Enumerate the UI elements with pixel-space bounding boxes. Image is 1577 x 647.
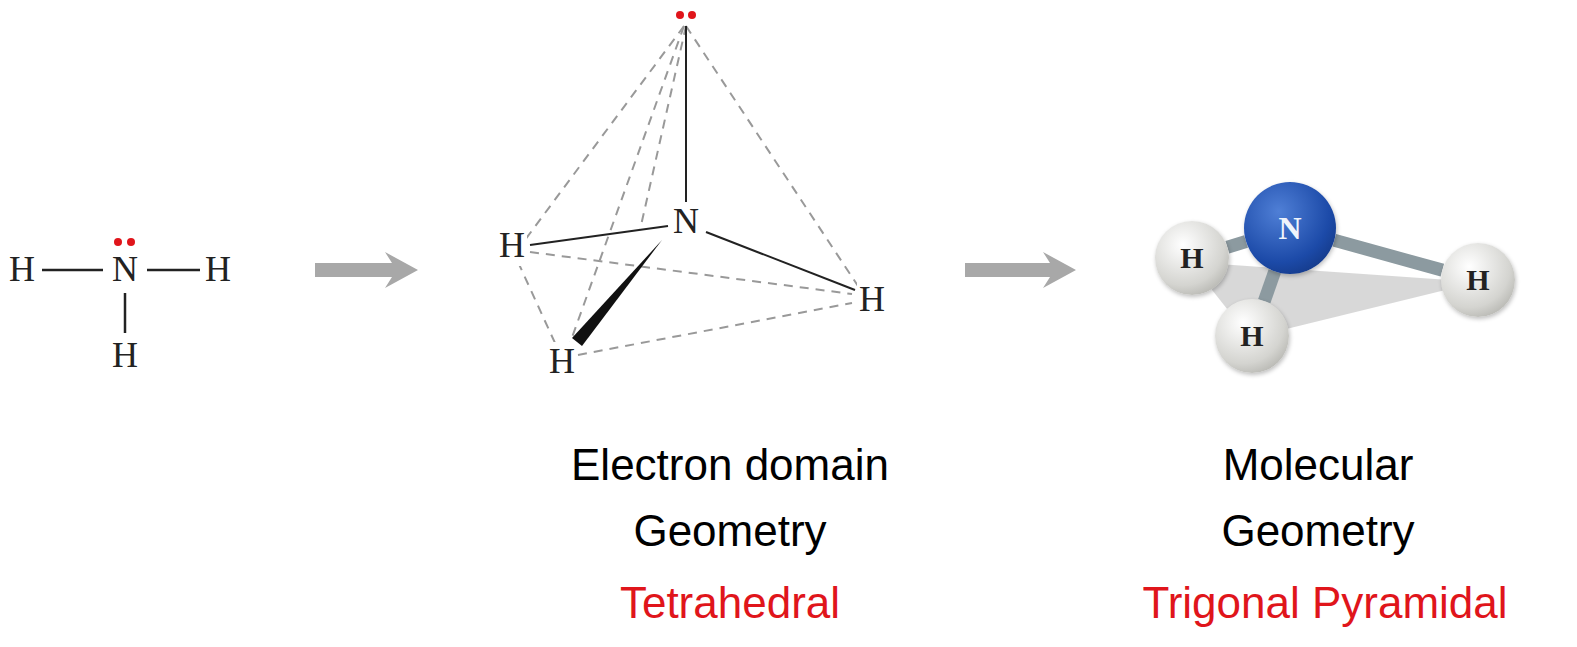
atom-sphere: H <box>1441 243 1515 317</box>
atom-symbol: H <box>203 250 233 290</box>
atom-sphere: N <box>1244 182 1336 274</box>
atom-symbol: N <box>671 202 701 242</box>
atom-symbol: H <box>110 336 140 376</box>
atom-symbol: H <box>7 250 37 290</box>
lone-pair-dot <box>127 238 135 246</box>
tetrahedral-bonds <box>530 26 855 290</box>
lone-pair-dot <box>676 11 684 19</box>
atom-sphere: H <box>1215 299 1289 373</box>
atom-symbol: H <box>857 280 887 320</box>
geometry-caption: Trigonal Pyramidal <box>1085 570 1565 636</box>
atom-symbol: H <box>547 342 577 382</box>
reaction-arrow <box>315 252 418 288</box>
lone-pair-dot <box>688 11 696 19</box>
bond-stick <box>1334 240 1442 270</box>
geometry-caption: Molecular Geometry <box>1168 432 1468 564</box>
lone-pair-dot <box>114 238 122 246</box>
geometry-caption: Tetrahedral <box>520 570 940 636</box>
bond-stick <box>1264 271 1274 301</box>
reaction-arrow <box>965 252 1076 288</box>
atom-symbol: N <box>110 250 140 290</box>
atom-symbol: H <box>1240 319 1263 353</box>
atom-sphere: H <box>1155 221 1229 295</box>
tetrahedron-edges <box>518 26 858 355</box>
atom-symbol: N <box>1278 210 1301 247</box>
wedge-bond <box>572 240 662 346</box>
geometry-caption: Electron domain Geometry <box>540 432 920 564</box>
bond-stick <box>1227 241 1246 247</box>
atom-symbol: H <box>1466 263 1489 297</box>
atom-symbol: H <box>497 226 527 266</box>
atom-symbol: H <box>1180 241 1203 275</box>
